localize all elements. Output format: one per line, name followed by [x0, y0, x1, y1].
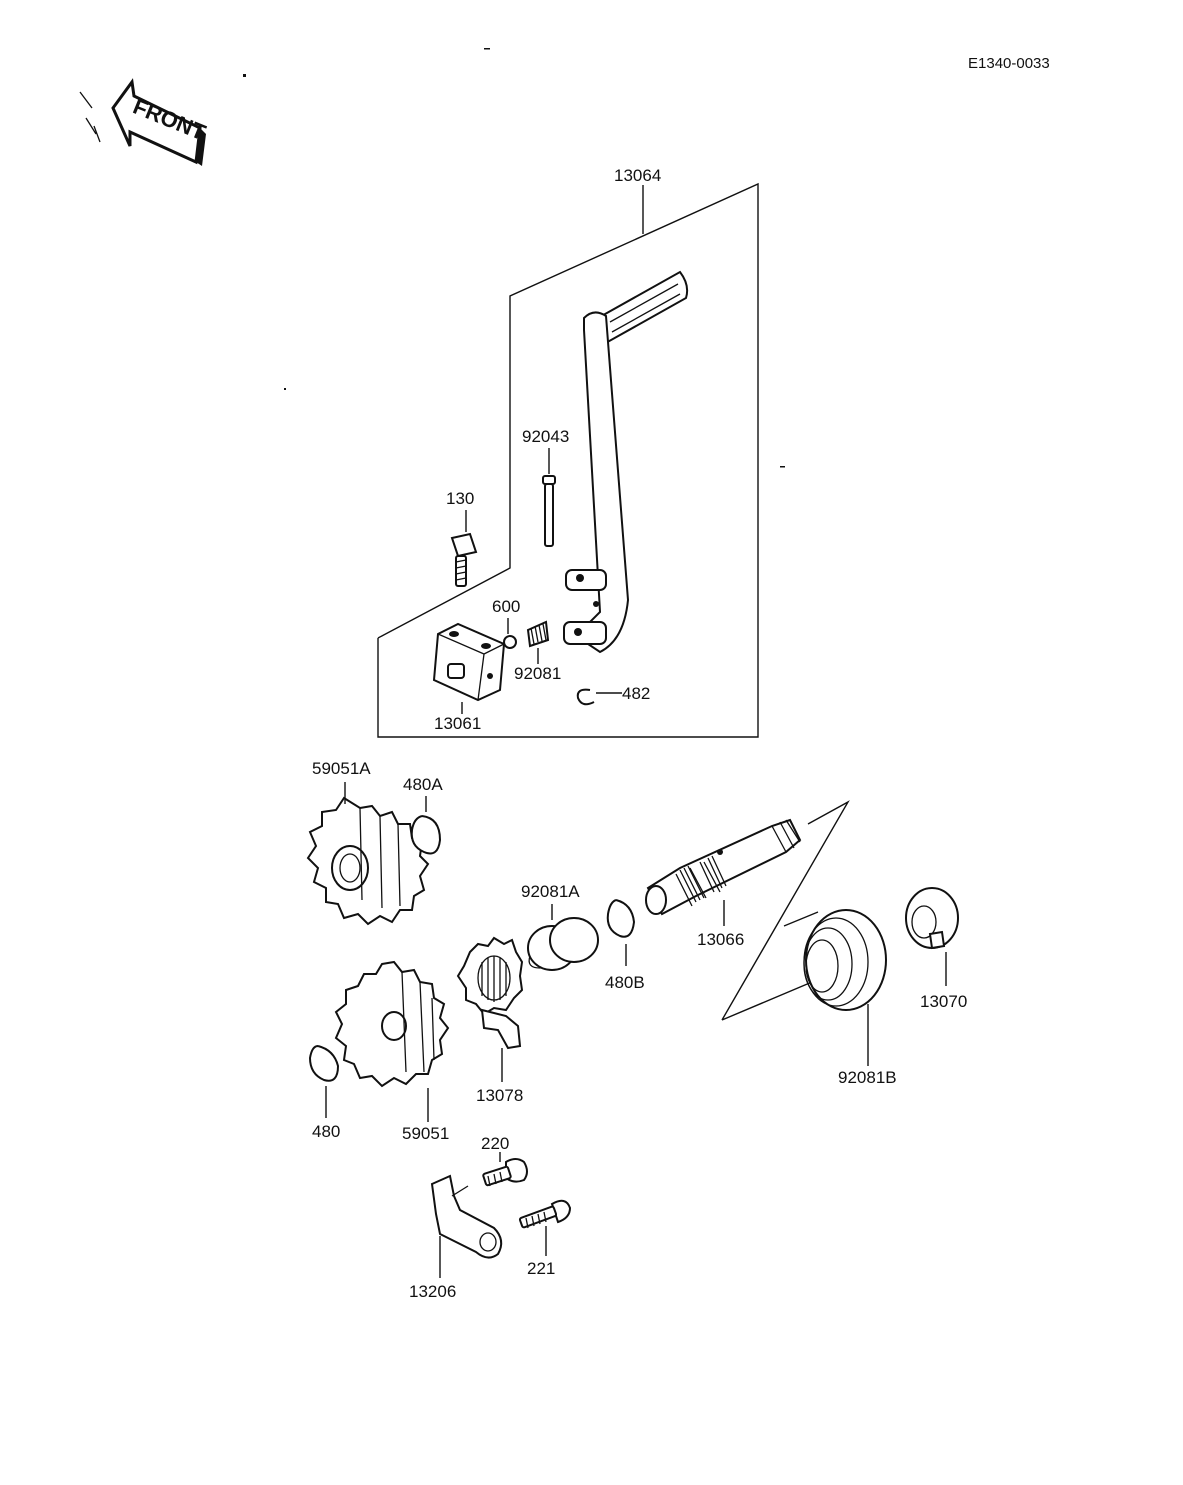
- label-13064: 13064: [614, 166, 661, 185]
- label-13078: 13078: [476, 1086, 523, 1105]
- label-480B: 480B: [605, 973, 645, 992]
- label-480: 480: [312, 1122, 340, 1141]
- label-480A: 480A: [403, 775, 443, 794]
- kick-pedal-13064: [563, 270, 689, 654]
- pin-92043: [542, 448, 556, 547]
- shaft-13066: [645, 818, 802, 926]
- circlip-480A: [410, 796, 442, 855]
- label-13066: 13066: [697, 930, 744, 949]
- spring-92081A: [527, 904, 599, 971]
- label-220: 220: [481, 1134, 509, 1153]
- label-13206: 13206: [409, 1282, 456, 1301]
- label-92081A: 92081A: [521, 882, 580, 901]
- spring-assembly-frame: [721, 800, 850, 1021]
- pedal-assembly-frame: [377, 182, 759, 738]
- scan-specks: [243, 48, 785, 468]
- label-92081B: 92081B: [838, 1068, 897, 1087]
- label-130: 130: [446, 489, 474, 508]
- label-13070: 13070: [920, 992, 967, 1011]
- circlip-482: [576, 688, 622, 706]
- part-labels: 13064 92043 130 600 92081 482 13061 5905…: [312, 166, 967, 1301]
- bolt-220: [482, 1152, 528, 1187]
- label-59051: 59051: [402, 1124, 449, 1143]
- collar-13070: [905, 887, 959, 986]
- screw-221: [518, 1199, 572, 1256]
- gear-59051A: [306, 782, 430, 926]
- bolt-130: [450, 510, 478, 587]
- boss-13061: [432, 622, 506, 714]
- ball-600: [503, 635, 517, 649]
- circlip-480B: [606, 899, 636, 966]
- circlip-480: [308, 1045, 340, 1118]
- guide-13206: [430, 1174, 503, 1278]
- label-221: 221: [527, 1259, 555, 1278]
- label-482: 482: [622, 684, 650, 703]
- gear-59051: [334, 960, 450, 1122]
- spring-92081B: [783, 909, 887, 1066]
- label-59051A: 59051A: [312, 759, 371, 778]
- label-92081: 92081: [514, 664, 561, 683]
- label-13061: 13061: [434, 714, 481, 733]
- ratchet-13078: [456, 936, 524, 1082]
- spring-92081: [526, 620, 550, 664]
- label-600: 600: [492, 597, 520, 616]
- diagram-code: E1340-0033: [968, 55, 1050, 72]
- front-arrow-icon: FRONT: [79, 78, 210, 166]
- label-92043: 92043: [522, 427, 569, 446]
